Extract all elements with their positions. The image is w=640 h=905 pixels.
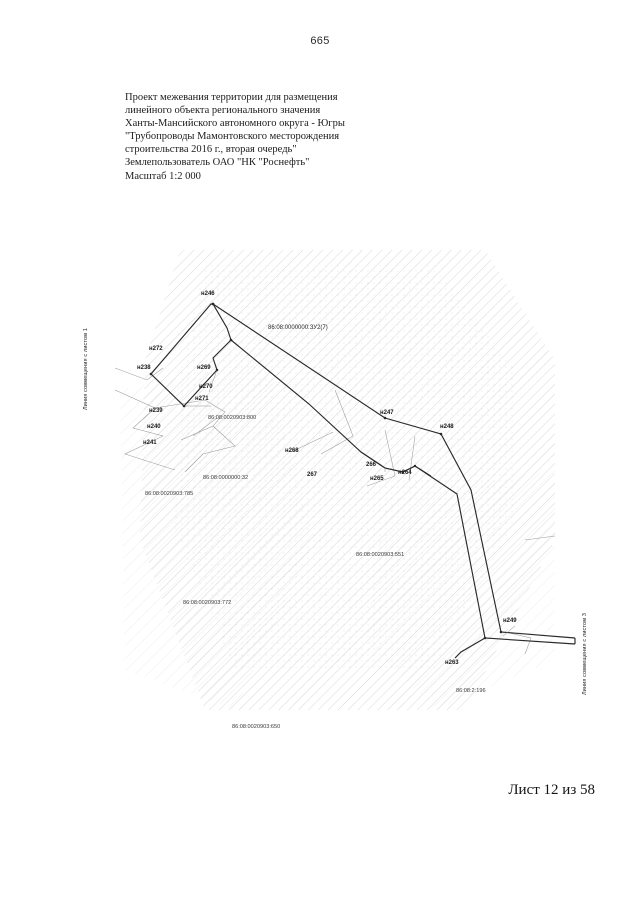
vertex-label: н271 <box>195 396 209 402</box>
cadastral-annotation: 86:08:0020903:650 <box>232 724 281 730</box>
vertex-label: н248 <box>440 424 454 430</box>
vertex-label: 267 <box>307 472 318 478</box>
vertex-label: н264 <box>398 470 412 476</box>
title-line-5: строительства 2016 г., вторая очередь" <box>125 144 297 156</box>
vertex-label: н268 <box>285 448 299 454</box>
vertex-markers <box>149 302 503 640</box>
vertex-label: н238 <box>137 365 151 371</box>
neighbour-parcel-lines <box>114 367 556 655</box>
vertex-label: н241 <box>143 440 157 446</box>
vertex-label: н247 <box>380 410 394 416</box>
vertex-label: н263 <box>445 660 459 666</box>
cadastral-annotation: 86:08:0000000:32 <box>203 475 249 481</box>
sheet-joint-label-left: Линия совмещения с листом 1 <box>83 327 89 410</box>
parcel-boundary-upper <box>150 303 232 407</box>
vertex-label: н265 <box>370 476 384 482</box>
cadastral-map: Линия совмещения с листом 1 Линия совмещ… <box>83 240 605 740</box>
vertex-label: н246 <box>201 291 215 297</box>
cadastral-annotation: 86:08:0020903:800 <box>208 415 257 421</box>
landuser-line: Землепользователь ОАО "НК "Роснефть" <box>125 157 310 169</box>
cadastral-annotation: 86:08:0000000:ЗУ2(7) <box>268 325 328 331</box>
title-line-1: Проект межевания территории для размещен… <box>125 92 338 103</box>
map-background-hatching <box>120 250 555 710</box>
title-line-2: линейного объекта регионального значения <box>125 105 321 117</box>
vertex-label: н239 <box>149 408 163 414</box>
cadastral-annotation: 86:08:0020903:785 <box>145 491 194 497</box>
label-leader-lines <box>184 369 516 637</box>
title-line-3: Ханты-Мансийского автономного округа - Ю… <box>125 118 345 130</box>
vertex-label: н240 <box>147 424 161 430</box>
cadastral-annotation: 86:08:0020903:551 <box>356 552 405 558</box>
sheet-joint-label-right: Линия совмещения с листом 3 <box>582 612 588 695</box>
vertex-label: н270 <box>199 384 213 390</box>
sheet-footer: Лист 12 из 58 <box>508 782 595 798</box>
vertex-label: н272 <box>149 346 163 352</box>
vertex-label: н269 <box>197 365 211 371</box>
vertex-label: 266 <box>366 462 377 468</box>
cadastral-annotation: 86:08:0020903:772 <box>183 600 232 606</box>
scale-line: Масштаб 1:2 000 <box>125 170 201 182</box>
page-number: 665 <box>310 35 330 47</box>
vertex-label: н249 <box>503 618 517 624</box>
map-drawing <box>114 250 576 710</box>
cadastral-annotation: 86:08:2:196 <box>456 688 486 694</box>
title-line-4: "Трубопроводы Мамонтовского месторождени… <box>125 131 340 143</box>
title-block: Проект межевания территории для размещен… <box>125 91 455 183</box>
